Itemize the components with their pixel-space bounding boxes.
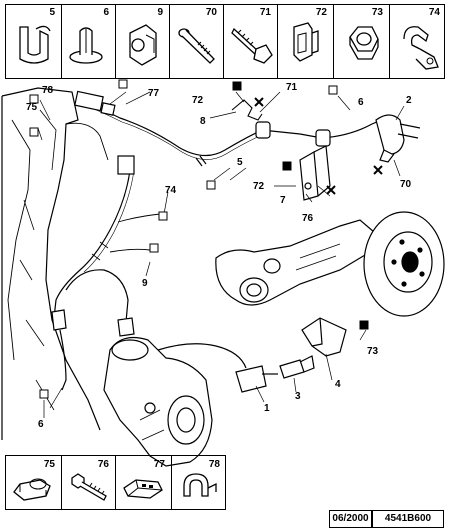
- callout-6-lower: 6: [38, 419, 44, 430]
- wheel-arch: [1, 87, 101, 440]
- callout-70: 70: [400, 179, 412, 190]
- callout-73: 73: [367, 346, 379, 357]
- diagram-reference: 4541B600: [372, 510, 444, 528]
- part-number: 78: [208, 459, 220, 470]
- callout-1: 1: [264, 403, 270, 414]
- callout-72: 72: [192, 95, 204, 106]
- part-number: 72: [315, 7, 327, 18]
- callout-7: 7: [280, 195, 286, 206]
- part-number: 75: [43, 459, 55, 470]
- connector-icon: [123, 479, 163, 499]
- callout-9: 9: [142, 278, 148, 289]
- callout-3: 3: [295, 391, 301, 402]
- hose-clip-icon: [403, 26, 439, 70]
- part-number: 77: [153, 459, 165, 470]
- part-cell-76[interactable]: 76: [62, 456, 116, 509]
- harness-side: [53, 169, 131, 319]
- top-parts-strip: 5 6 9 70 71: [5, 4, 445, 79]
- part-number: 74: [428, 7, 440, 18]
- bolt-icon: [71, 473, 107, 501]
- part-cell-5[interactable]: 5: [6, 5, 62, 78]
- callout-77: 77: [148, 88, 160, 99]
- screw-icon: [231, 27, 273, 64]
- part-number: 76: [97, 459, 109, 470]
- bolt-icon: [178, 28, 215, 64]
- callout-71: 71: [286, 82, 298, 93]
- clip-icon: [19, 25, 51, 64]
- pipe-clip-icon: [183, 473, 217, 497]
- part-cell-72[interactable]: 72: [278, 5, 334, 78]
- cable-clip-icon: [129, 24, 157, 66]
- part-number: 6: [103, 7, 109, 18]
- part-number: 70: [205, 7, 217, 18]
- part-number: 9: [157, 7, 163, 18]
- spring-clip-icon: [293, 22, 319, 62]
- callout-5: 5: [237, 157, 243, 168]
- part-number: 5: [49, 7, 55, 18]
- trailing-arm: [215, 219, 375, 306]
- part-number: 73: [371, 7, 383, 18]
- grommet-icon: [13, 478, 51, 501]
- callout-75: 75: [26, 102, 38, 113]
- callout-78: 78: [42, 85, 54, 96]
- callout-74: 74: [165, 185, 177, 196]
- revision-date: 06/2000: [329, 510, 372, 528]
- callout-72-lower: 72: [253, 181, 265, 192]
- part-cell-6[interactable]: 6: [62, 5, 116, 78]
- part-cell-75[interactable]: 75: [6, 456, 62, 509]
- callout-76: 76: [302, 213, 314, 224]
- nut-icon: [349, 26, 379, 60]
- bottom-parts-strip: 75 76 77 78: [5, 455, 226, 510]
- part-cell-70[interactable]: 70: [170, 5, 224, 78]
- push-rivet-icon: [69, 27, 103, 64]
- part-number: 71: [259, 7, 271, 18]
- part-cell-77[interactable]: 77: [116, 456, 172, 509]
- part-cell-9[interactable]: 9: [116, 5, 170, 78]
- harness-top: [79, 99, 387, 157]
- callout-6: 6: [358, 97, 364, 108]
- part-cell-71[interactable]: 71: [224, 5, 278, 78]
- part-cell-73[interactable]: 73: [334, 5, 390, 78]
- callout-8: 8: [200, 116, 206, 127]
- steering-knuckle: [103, 337, 213, 467]
- part-cell-78[interactable]: 78: [172, 456, 226, 509]
- callout-4: 4: [335, 379, 341, 390]
- part-cell-74[interactable]: 74: [390, 5, 446, 78]
- callout-2: 2: [406, 95, 412, 106]
